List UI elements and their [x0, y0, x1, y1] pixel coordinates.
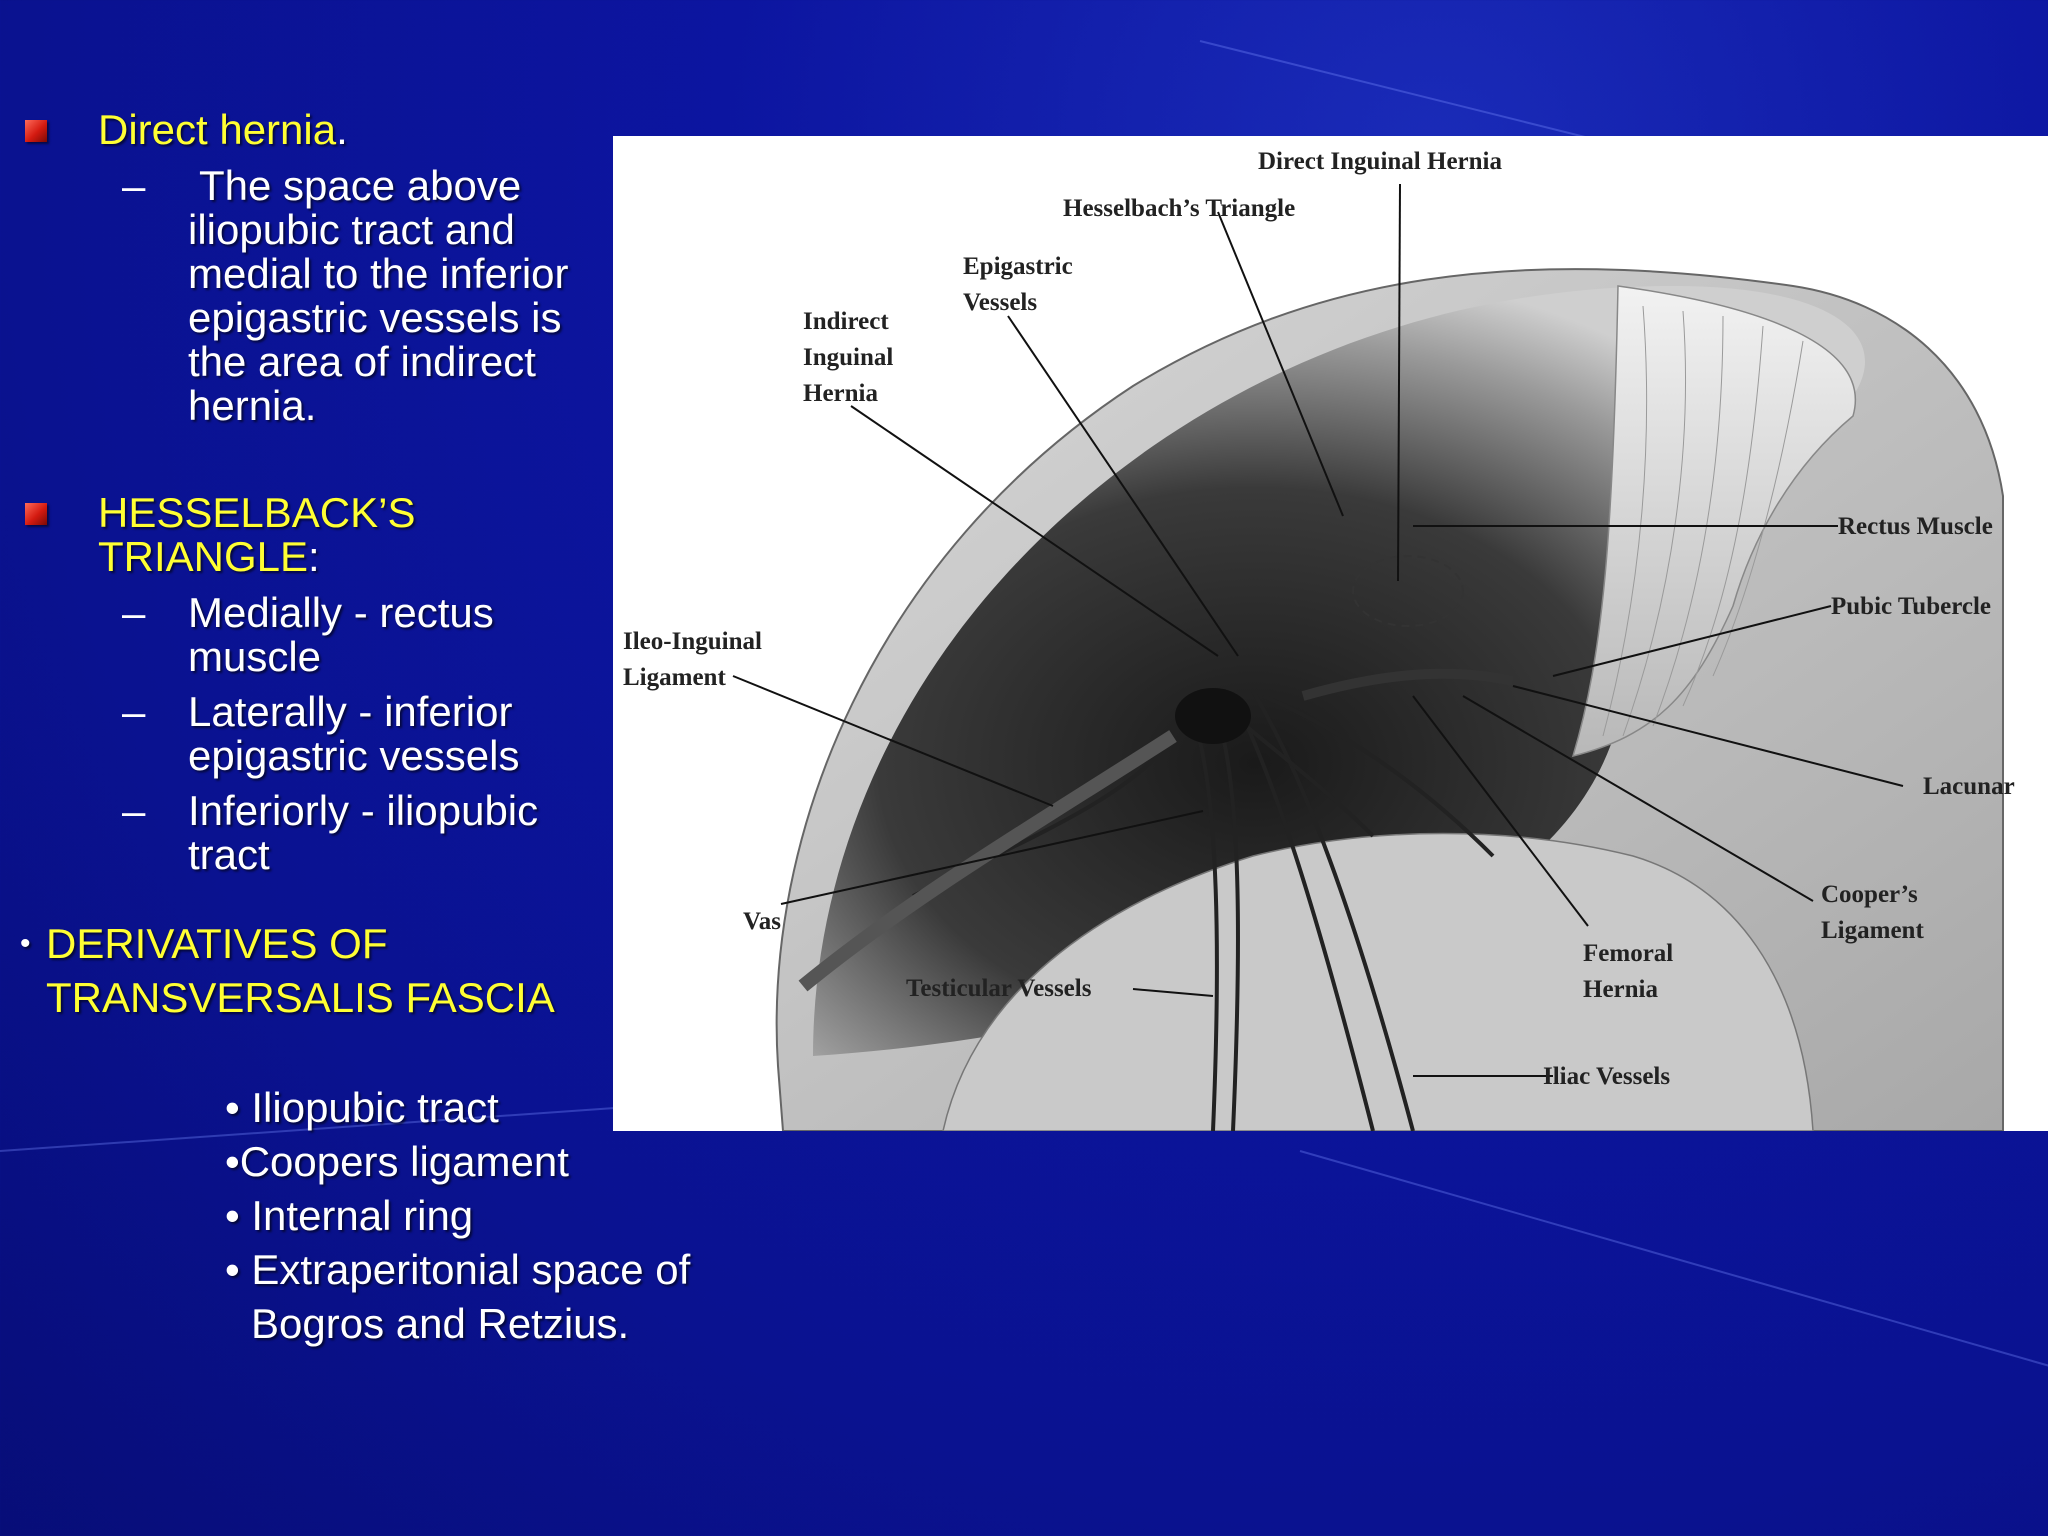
label-ilioinguinal-ligament: Ileo-Inguinal — [623, 628, 762, 655]
label-coopers-ligament: Cooper’s — [1821, 881, 1918, 908]
label-coopers-ligament: Ligament — [1821, 917, 1924, 944]
derivatives-item: • Iliopubic tract — [225, 1084, 499, 1131]
hesselback-item: Inferiorly - iliopubic — [188, 787, 539, 834]
dash-marker: – — [122, 589, 146, 636]
label-indirect-inguinal-hernia: Inguinal — [803, 344, 893, 371]
label-iliac-vessels: Iliac Vessels — [1543, 1063, 1670, 1090]
hesselback-item: epigastric vessels — [188, 732, 520, 779]
vessel-bundle — [912, 689, 1495, 1132]
coopers-ligament — [1301, 668, 1515, 701]
label-epigastric-vessels: Vessels — [963, 289, 1037, 316]
direct-hernia-heading: Direct hernia. — [98, 106, 348, 153]
bg-streak — [1299, 1150, 2048, 1373]
dash-marker: – — [122, 162, 146, 209]
direct-hernia-site — [1352, 555, 1464, 627]
direct-hernia-line: the area of indirect — [188, 338, 536, 385]
hesselback-item: tract — [188, 831, 270, 878]
dash-marker: – — [122, 688, 146, 735]
derivatives-item: • Extraperitonial space of — [225, 1246, 691, 1293]
direct-hernia-line: medial to the inferior — [188, 250, 569, 297]
label-lacunar: Lacunar — [1923, 773, 2015, 800]
hesselback-item: muscle — [188, 633, 322, 680]
leader-lines — [732, 183, 1904, 1077]
rectus-muscle — [1571, 285, 1856, 758]
direct-hernia-line: epigastric vessels is — [188, 294, 562, 341]
label-epigastric-vessels: Epigastric — [963, 253, 1073, 280]
bullet-square-icon — [25, 503, 47, 525]
hesselback-heading-line2: TRIANGLE: — [98, 533, 320, 580]
derivatives-heading-line1: DERIVATIVES OF — [46, 920, 388, 967]
derivatives-heading-line2: TRANSVERSALIS FASCIA — [46, 974, 555, 1021]
inguinal-anatomy-figure: Direct Inguinal Hernia Hesselbach’s Tria… — [613, 136, 2048, 1132]
hesselback-item: Medially - rectus — [188, 589, 494, 636]
derivatives-bullet: • — [20, 927, 31, 960]
label-indirect-inguinal-hernia: Indirect — [803, 308, 889, 335]
direct-hernia-line: iliopubic tract and — [188, 206, 515, 253]
label-indirect-inguinal-hernia: Hernia — [803, 380, 878, 407]
label-hesselbachs-triangle: Hesselbach’s Triangle — [1063, 195, 1295, 222]
label-femoral-hernia: Femoral — [1583, 940, 1673, 967]
label-ilioinguinal-ligament: Ligament — [623, 664, 726, 691]
label-testicular-vessels: Testicular Vessels — [906, 975, 1092, 1002]
hesselback-heading-line1: HESSELBACK’S — [98, 489, 416, 536]
internal-ring — [1175, 688, 1251, 744]
derivatives-item: • Internal ring — [225, 1192, 474, 1239]
label-rectus-muscle: Rectus Muscle — [1838, 513, 1993, 540]
direct-hernia-title: Direct hernia — [98, 106, 337, 153]
muscle-fibers — [1602, 305, 1804, 737]
derivatives-item: Bogros and Retzius. — [251, 1300, 630, 1347]
direct-hernia-line: The space above — [199, 162, 522, 209]
label-vas: Vas — [743, 908, 781, 935]
bullet-square-icon — [25, 120, 47, 142]
label-pubic-tubercle: Pubic Tubercle — [1831, 593, 1991, 620]
hesselback-item: Laterally - inferior — [188, 688, 513, 735]
peritoneal-cavity — [813, 286, 1865, 1056]
direct-hernia-line: hernia. — [188, 382, 317, 429]
anatomy-illustration: Direct Inguinal Hernia Hesselbach’s Tria… — [623, 148, 2015, 1132]
dash-marker: – — [122, 787, 146, 834]
derivatives-item: •Coopers ligament — [225, 1138, 569, 1185]
label-femoral-hernia: Hernia — [1583, 976, 1658, 1003]
label-direct-inguinal-hernia: Direct Inguinal Hernia — [1258, 148, 1502, 175]
pelvic-floor — [942, 832, 1814, 1132]
